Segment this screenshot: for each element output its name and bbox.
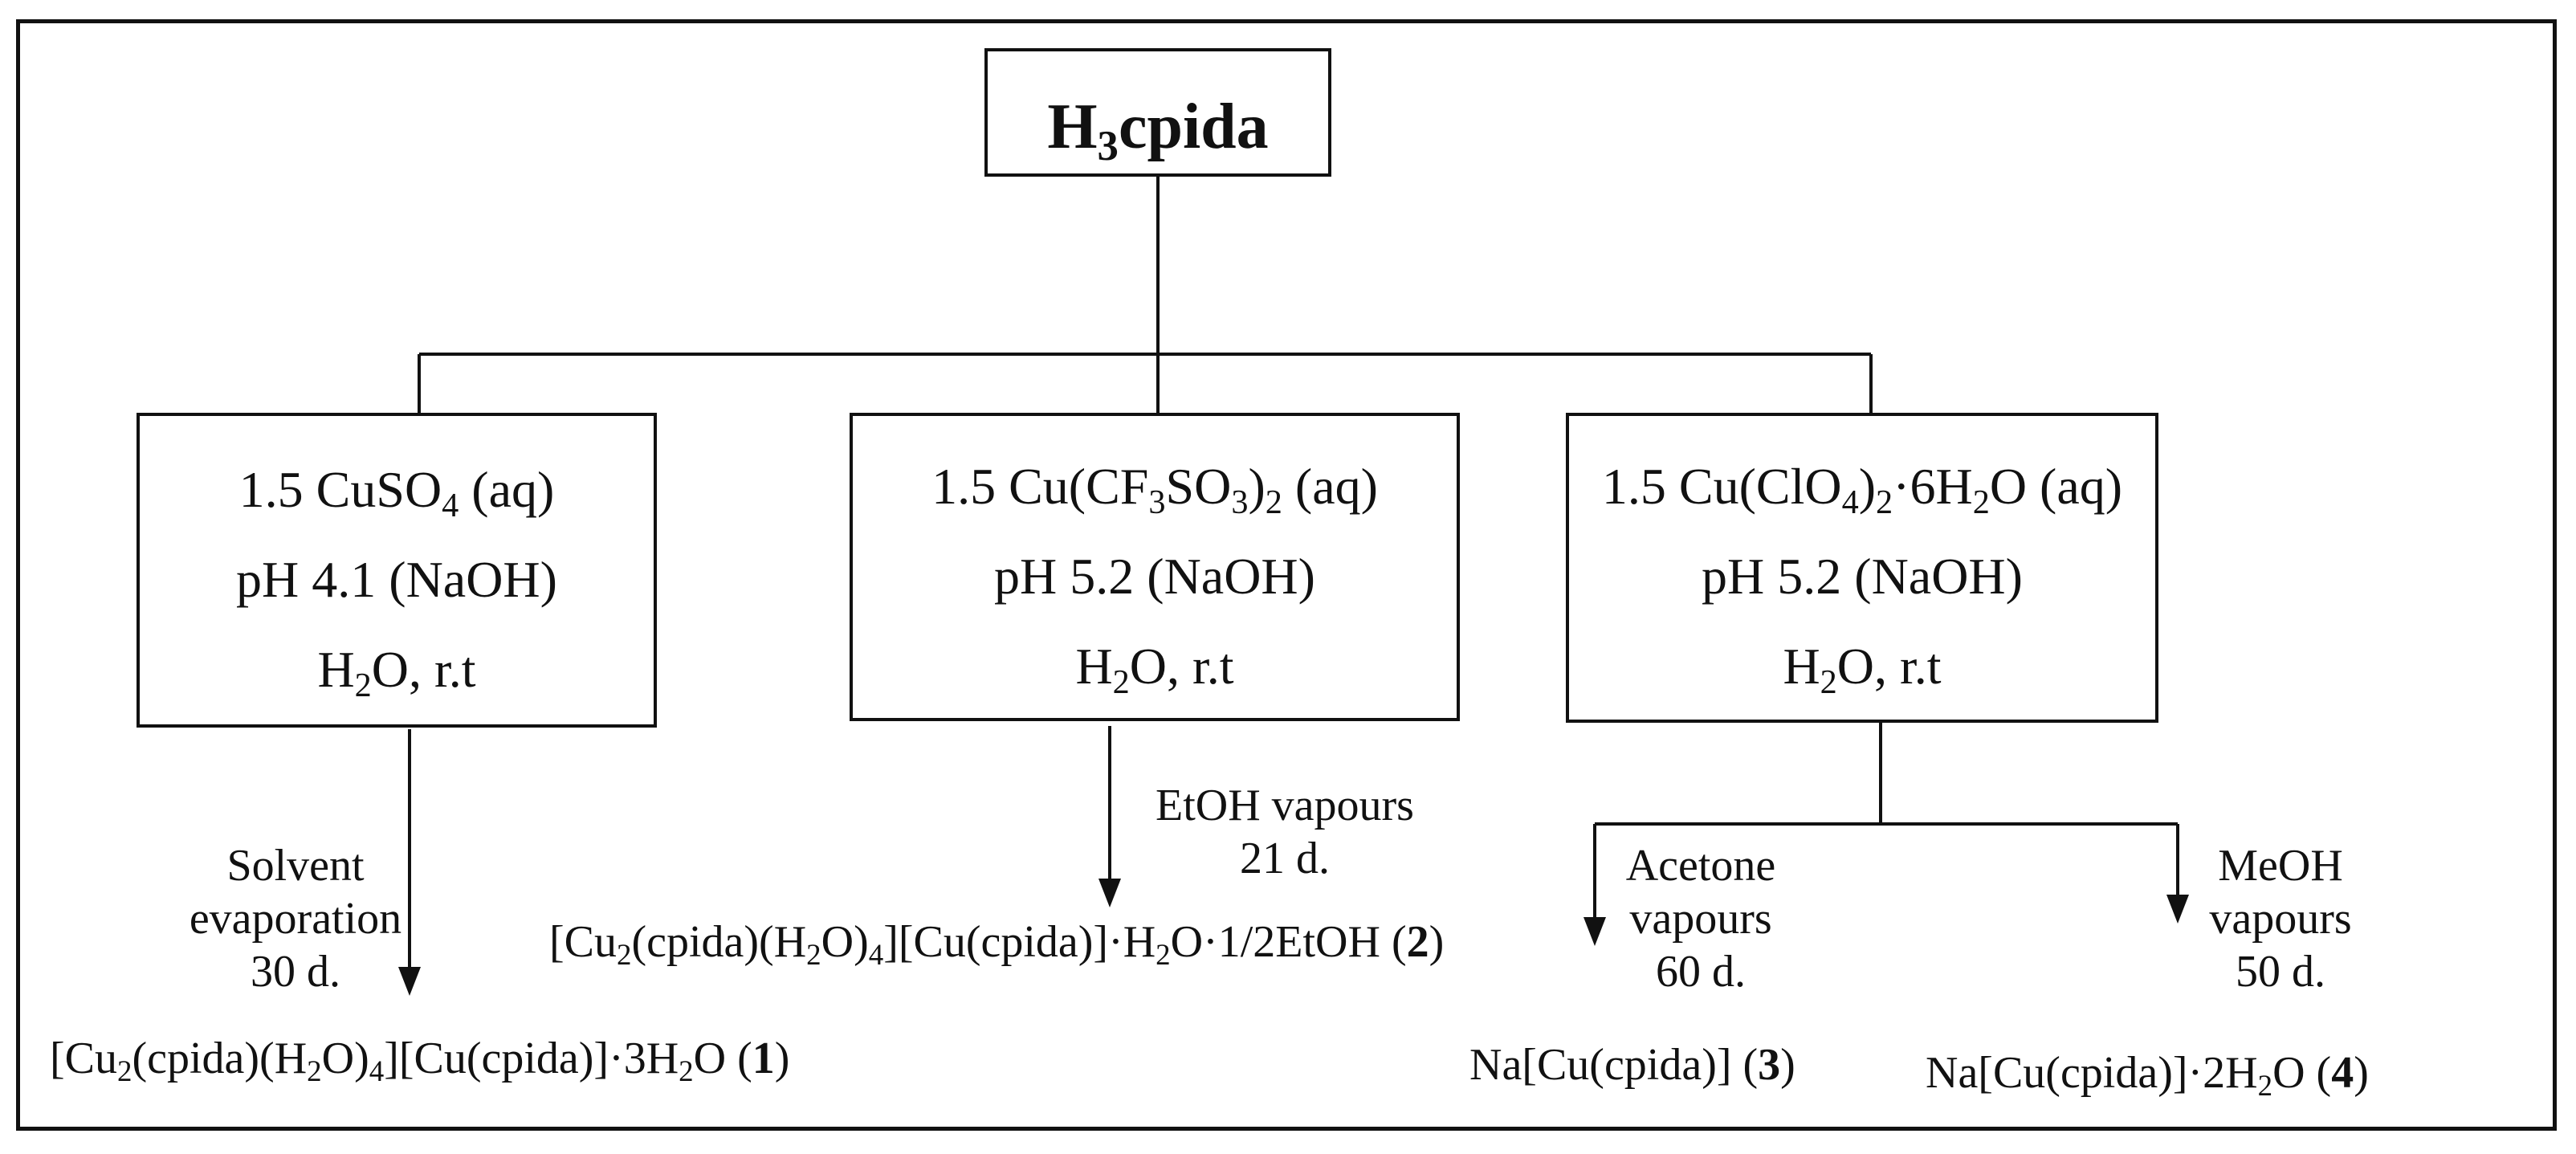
step-label-4: MeOH vapours 50 d. [2209,841,2352,997]
salt-label: 1.5 Cu(ClO4)2·6H2O (aq) [1601,458,2123,521]
root-compound-box: H3cpida [984,48,1331,177]
step-label-3: Acetone vapours 60 d. [1625,841,1776,997]
condition-box-3: 1.5 Cu(ClO4)2·6H2O (aq) pH 5.2 (NaOH) H2… [1566,413,2158,723]
step-label-1: Solvent evaporation 30 d. [189,841,402,997]
product-4: Na[Cu(cpida)]·2H2O (4) [1926,1048,2369,1103]
product-3: Na[Cu(cpida)] (3) [1469,1040,1795,1090]
solvent-label: H2O, r.t [1783,638,1942,701]
ph-label: pH 5.2 (NaOH) [994,548,1315,605]
condition-box-2: 1.5 Cu(CF3SO3)2 (aq) pH 5.2 (NaOH) H2O, … [850,413,1460,721]
ph-label: pH 4.1 (NaOH) [236,551,557,608]
figure-frame [16,19,2557,1131]
solvent-label: H2O, r.t [1075,638,1234,701]
step-label-2: EtOH vapours 21 d. [1156,781,1414,883]
condition-box-1: 1.5 CuSO4 (aq) pH 4.1 (NaOH) H2O, r.t [137,413,657,728]
arrowhead-1 [398,967,421,996]
product-1: [Cu2(cpida)(H2O)4][Cu(cpida)]·3H2O (1) [50,1034,790,1088]
salt-label: 1.5 CuSO4 (aq) [238,461,555,524]
solvent-label: H2O, r.t [317,641,476,704]
salt-label: 1.5 Cu(CF3SO3)2 (aq) [931,458,1378,521]
ph-label: pH 5.2 (NaOH) [1702,548,2023,605]
root-compound-label: H3cpida [1047,92,1269,169]
arrowhead-3 [1584,917,1606,946]
arrowhead-4 [2166,895,2189,924]
arrowhead-2 [1098,879,1121,907]
product-2: [Cu2(cpida)(H2O)4][Cu(cpida)]·H2O·1/2EtO… [549,917,1445,972]
